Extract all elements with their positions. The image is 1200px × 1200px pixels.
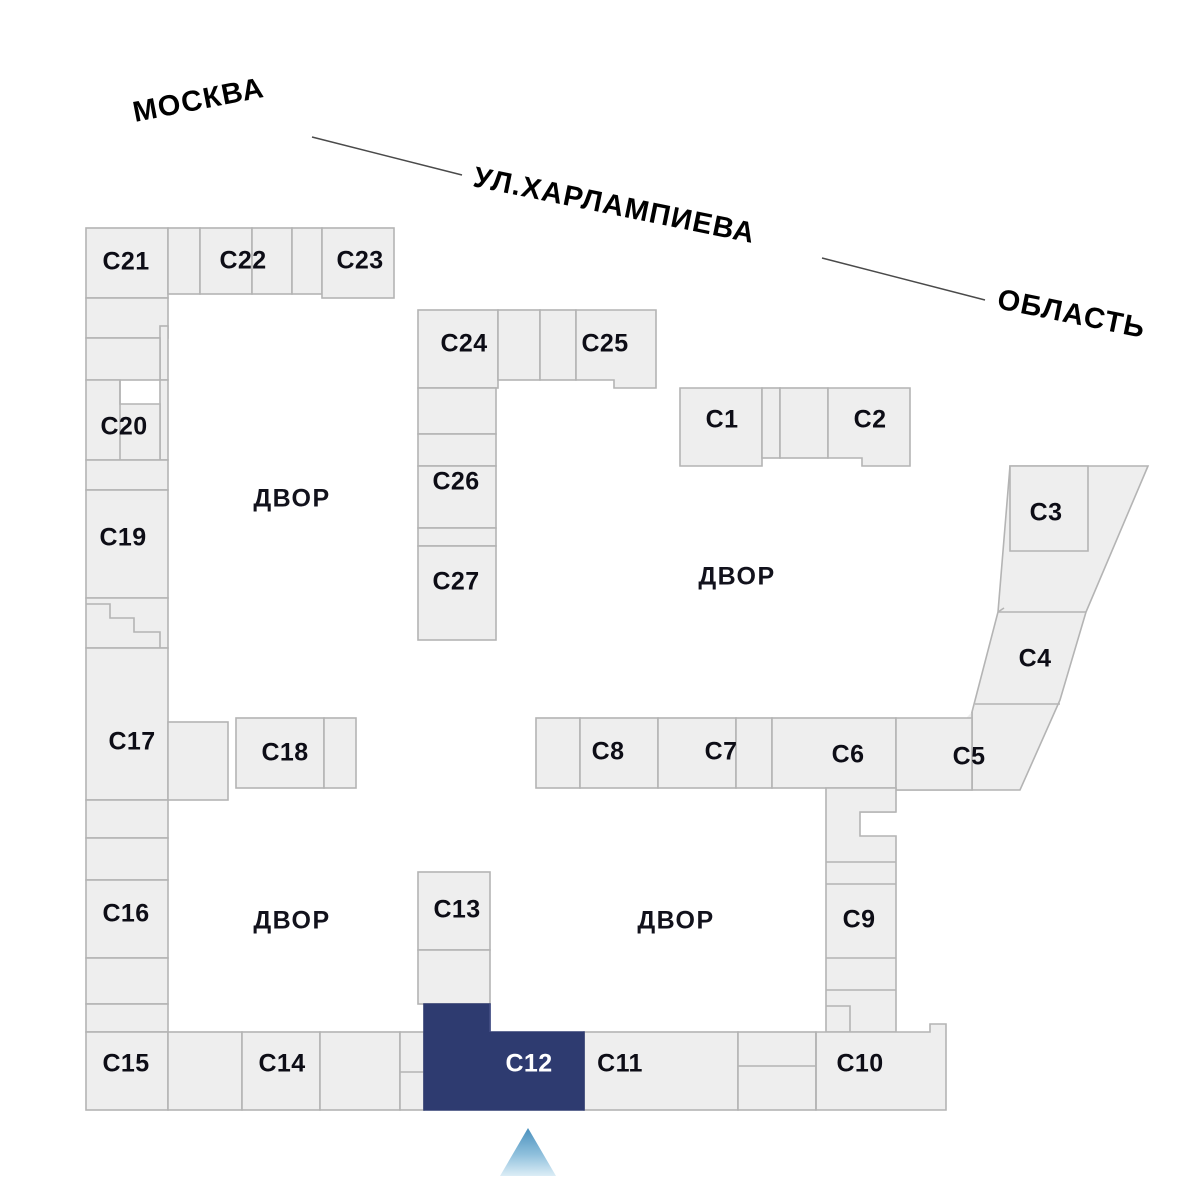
building-shape-C21[interactable]	[85, 227, 169, 299]
building-shape-C5[interactable]	[895, 717, 973, 791]
yard-label-northeast: ДВОР	[698, 563, 775, 591]
building-segment-c26a[interactable]	[417, 387, 497, 435]
building-labels: C1 C2 C3 C4 C5 C6 C7 C8 C9 C10 C11 C12 C…	[99, 247, 1062, 1078]
building-segment-c24b[interactable]	[497, 309, 541, 381]
building-shape-C22[interactable]	[199, 227, 253, 295]
building-segment-w2[interactable]	[85, 337, 161, 381]
road-label-moskva: МОСКВА	[130, 72, 267, 129]
building-label-C10: C10	[836, 1050, 883, 1078]
building-segment-c7b[interactable]	[735, 717, 773, 789]
building-label-C22: C22	[219, 247, 266, 275]
building-label-C17: C17	[108, 728, 155, 756]
building-label-C13: C13	[433, 896, 480, 924]
building-label-C8: C8	[592, 738, 625, 766]
building-segment-s4[interactable]	[737, 1031, 817, 1111]
road-labels: МОСКВА УЛ.ХАРЛАМПИЕВА ОБЛАСТЬ	[130, 72, 1148, 345]
building-label-C20: C20	[100, 413, 147, 441]
yard-label-northwest: ДВОР	[253, 485, 330, 513]
divider-steps	[86, 603, 161, 648]
block-selected-C12	[423, 1003, 585, 1111]
building-label-C14: C14	[258, 1050, 305, 1078]
building-label-C3: C3	[1030, 499, 1063, 527]
building-shape-C6[interactable]	[771, 717, 897, 789]
building-label-C16: C16	[102, 900, 149, 928]
building-label-C12: C12	[505, 1050, 552, 1078]
building-segment-w1b[interactable]	[159, 325, 169, 381]
building-label-C18: C18	[261, 739, 308, 767]
building-segment-w3[interactable]	[85, 459, 169, 491]
building-label-C5: C5	[953, 743, 986, 771]
building-label-C7: C7	[705, 738, 738, 766]
building-segment-n3[interactable]	[291, 227, 323, 295]
building-segment-n1[interactable]	[167, 227, 201, 295]
building-label-C24: C24	[440, 330, 487, 358]
building-segment-w2b[interactable]	[159, 379, 169, 461]
building-label-C27: C27	[432, 568, 479, 596]
building-segment-c2a[interactable]	[779, 387, 829, 459]
building-shape-C27[interactable]	[417, 545, 497, 641]
building-segment-n2[interactable]	[251, 227, 293, 295]
building-label-C11: C11	[597, 1050, 643, 1078]
building-segment-c8a[interactable]	[535, 717, 581, 789]
building-segment-w5[interactable]	[167, 721, 229, 801]
road-leader-lines	[311, 136, 986, 301]
building-shape-C23[interactable]	[321, 227, 395, 299]
building-segment-c1b[interactable]	[761, 387, 781, 459]
building-shape-C1[interactable]	[679, 387, 763, 467]
building-segment-w6[interactable]	[85, 799, 169, 839]
building-segment-w9[interactable]	[85, 1003, 169, 1033]
building-segment-s3[interactable]	[399, 1031, 425, 1111]
building-label-C9: C9	[843, 906, 876, 934]
building-segment-c25a[interactable]	[539, 309, 577, 381]
building-shape-C2[interactable]	[827, 387, 911, 467]
building-shape-C15[interactable]	[85, 1031, 169, 1111]
building-shape-C16[interactable]	[85, 879, 169, 959]
leader-line-moskva	[311, 136, 463, 176]
road-label-oblast: ОБЛАСТЬ	[995, 284, 1149, 345]
block-northwest	[85, 227, 395, 1033]
yard-labels: ДВОР ДВОР ДВОР ДВОР	[253, 485, 775, 935]
building-label-C15: C15	[102, 1050, 149, 1078]
building-segment-s1[interactable]	[167, 1031, 243, 1111]
building-segment-c18b[interactable]	[323, 717, 357, 789]
yard-label-southeast: ДВОР	[637, 907, 714, 935]
building-label-C6: C6	[832, 741, 865, 769]
building-shape-C19[interactable]	[85, 489, 169, 599]
building-shape-C3[interactable]	[1009, 465, 1089, 552]
block-c13	[417, 871, 491, 1005]
block-south-row	[85, 1023, 947, 1111]
building-shape-C11[interactable]	[583, 1031, 739, 1111]
building-label-C19: C19	[99, 524, 146, 552]
location-marker-icon[interactable]	[500, 1128, 556, 1176]
building-segment-s2[interactable]	[319, 1031, 401, 1111]
building-shape-C17[interactable]	[85, 647, 169, 801]
building-segment-c26b[interactable]	[417, 433, 497, 467]
building-shape-C14[interactable]	[241, 1031, 321, 1111]
building-label-C21: C21	[102, 248, 149, 276]
building-label-C25: C25	[581, 330, 628, 358]
divider-c9-e	[826, 1005, 851, 1032]
road-label-street: УЛ.ХАРЛАМПИЕВА	[471, 162, 758, 251]
building-segment-c13b[interactable]	[417, 949, 491, 1005]
leader-line-oblast	[821, 257, 986, 301]
building-label-C23: C23	[336, 247, 383, 275]
building-segment-w4[interactable]	[85, 597, 169, 649]
building-label-C4: C4	[1019, 645, 1052, 673]
building-label-C1: C1	[706, 406, 739, 434]
building-segment-w7[interactable]	[85, 837, 169, 881]
building-shape-C25[interactable]	[575, 309, 657, 389]
building-shape-C12[interactable]	[423, 1003, 585, 1111]
building-shape-C7[interactable]	[657, 717, 737, 789]
building-segment-w8[interactable]	[85, 957, 169, 1005]
building-label-C2: C2	[854, 406, 887, 434]
block-mid-row	[535, 717, 973, 1033]
building-segment-c26c[interactable]	[417, 527, 497, 547]
block-northeast	[679, 387, 911, 467]
yard-label-southwest: ДВОР	[253, 907, 330, 935]
building-label-C26: C26	[432, 468, 479, 496]
block-centre-north	[417, 309, 657, 641]
building-shape-C18[interactable]	[235, 717, 325, 789]
building-segment-w1[interactable]	[85, 297, 169, 339]
